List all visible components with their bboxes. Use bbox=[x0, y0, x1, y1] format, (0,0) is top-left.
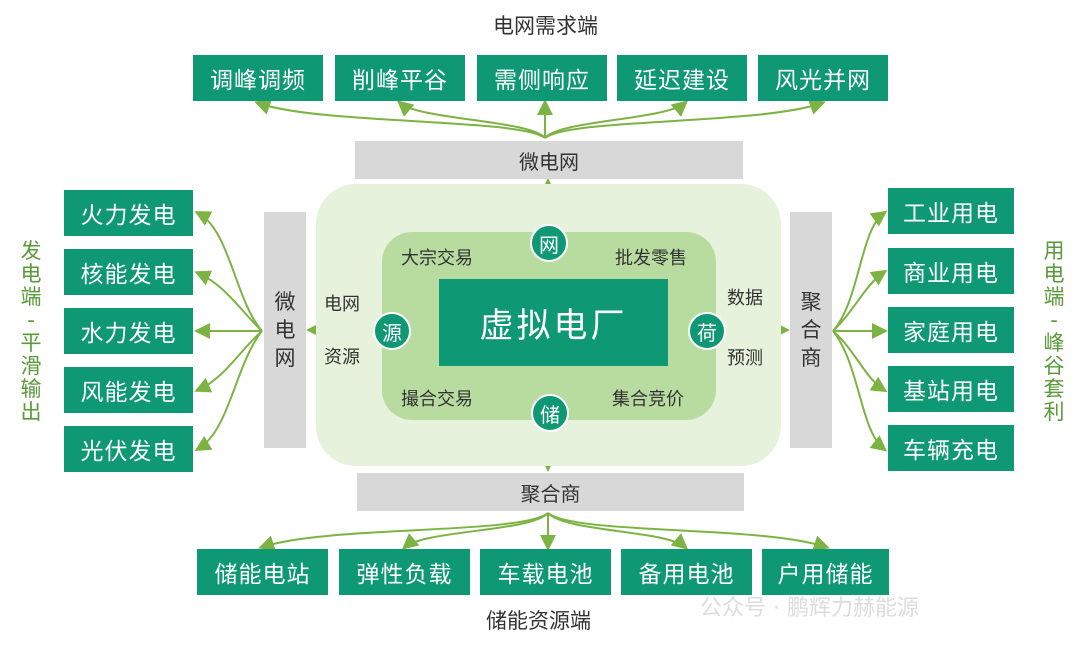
left-arrow-upper-label: 电网 bbox=[324, 294, 360, 315]
right-fan-line-5 bbox=[832, 330, 888, 452]
node-source: 源 bbox=[373, 312, 411, 350]
node-load: 荷 bbox=[688, 312, 726, 350]
top-box-4: 延迟建设 bbox=[617, 55, 747, 101]
left-label-char-2: 电 bbox=[20, 262, 42, 286]
bottom-box-3: 车载电池 bbox=[480, 549, 611, 595]
bottom-box-4: 备用电池 bbox=[621, 549, 752, 595]
left-box-3: 水力发电 bbox=[64, 308, 193, 354]
node-grid: 网 bbox=[530, 224, 568, 262]
bottom-fan-line-4 bbox=[547, 512, 689, 550]
top-box-5: 风光并网 bbox=[758, 55, 888, 101]
bottom-fan-line-2 bbox=[401, 512, 549, 550]
left-label-char-7: 输 bbox=[20, 377, 42, 401]
right-aggregator-bar: 聚 合 商 bbox=[790, 212, 832, 448]
left-label-char-4: - bbox=[27, 308, 35, 332]
corner-label-br: 集合竞价 bbox=[612, 389, 684, 410]
right-box-5: 车辆充电 bbox=[888, 425, 1014, 471]
right-arrow-upper-label: 数据 bbox=[727, 288, 763, 309]
right-box-4: 基站用电 bbox=[888, 366, 1014, 412]
bottom-title: 储能资源端 bbox=[486, 609, 591, 633]
top-fan-line-1 bbox=[254, 99, 546, 139]
left-bar-char-1: 微 bbox=[274, 290, 296, 314]
left-label-char-3: 端 bbox=[20, 285, 42, 309]
bottom-box-1: 储能电站 bbox=[197, 549, 328, 595]
top-fan-line-2 bbox=[396, 100, 546, 139]
top-fan-line-4 bbox=[544, 100, 689, 139]
left-box-2: 核能发电 bbox=[64, 249, 193, 295]
right-label-char-6: 谷 bbox=[1043, 354, 1065, 378]
left-side-label: 发 电 端 - 平 滑 输 出 bbox=[18, 240, 44, 424]
right-label-char-7: 套 bbox=[1043, 377, 1065, 401]
left-fan-line-5 bbox=[194, 330, 263, 452]
bottom-fan-line-1 bbox=[258, 512, 549, 551]
right-label-char-1: 用 bbox=[1043, 239, 1065, 263]
right-box-1: 工业用电 bbox=[888, 188, 1014, 234]
top-box-3: 需侧响应 bbox=[477, 55, 607, 101]
center-title-box: 虚拟电厂 bbox=[439, 279, 668, 366]
top-microgrid-bar: 微电网 bbox=[355, 141, 743, 179]
bottom-fan-line-5 bbox=[547, 512, 830, 551]
right-label-char-3: 端 bbox=[1043, 285, 1065, 309]
corner-label-tr: 批发零售 bbox=[615, 248, 687, 269]
bottom-aggregator-bar: 聚合商 bbox=[357, 473, 744, 511]
watermark: 公众号 · 鹏辉力赫能源 bbox=[700, 596, 919, 621]
right-bar-char-3: 商 bbox=[800, 346, 822, 370]
left-microgrid-bar: 微 电 网 bbox=[264, 212, 306, 448]
left-label-char-6: 滑 bbox=[20, 354, 42, 378]
top-box-2: 削峰平谷 bbox=[335, 55, 465, 101]
left-fan-line-2 bbox=[194, 270, 263, 332]
top-title: 电网需求端 bbox=[493, 14, 598, 38]
right-bar-char-1: 聚 bbox=[800, 290, 822, 314]
corner-label-tl: 大宗交易 bbox=[401, 248, 473, 269]
left-box-5: 光伏发电 bbox=[64, 426, 193, 472]
left-arrow-lower-label: 资源 bbox=[324, 347, 360, 368]
right-fan-line-2 bbox=[832, 269, 888, 332]
right-box-3: 家庭用电 bbox=[888, 307, 1014, 353]
right-label-char-8: 利 bbox=[1043, 400, 1065, 424]
left-fan-line-1 bbox=[194, 211, 263, 332]
right-box-2: 商业用电 bbox=[888, 248, 1014, 294]
left-label-char-8: 出 bbox=[20, 400, 42, 424]
right-label-char-4: - bbox=[1050, 308, 1058, 332]
left-label-char-1: 发 bbox=[20, 239, 42, 263]
left-fan-line-4 bbox=[194, 330, 263, 393]
left-box-1: 火力发电 bbox=[64, 190, 193, 236]
top-fan-line-5 bbox=[544, 99, 826, 139]
bottom-box-5: 户用储能 bbox=[762, 549, 889, 595]
left-label-char-5: 平 bbox=[20, 331, 42, 355]
node-storage: 储 bbox=[531, 394, 569, 432]
top-box-1: 调峰调频 bbox=[193, 55, 323, 101]
left-bar-char-3: 网 bbox=[274, 346, 296, 370]
right-label-char-5: 峰 bbox=[1043, 331, 1065, 355]
left-box-4: 风能发电 bbox=[64, 367, 193, 413]
right-bar-char-2: 合 bbox=[800, 318, 822, 342]
corner-label-bl: 撮合交易 bbox=[401, 389, 473, 410]
bottom-box-2: 弹性负载 bbox=[339, 549, 470, 595]
right-label-char-2: 电 bbox=[1043, 262, 1065, 286]
right-fan-line-1 bbox=[832, 210, 888, 332]
right-side-label: 用 电 端 - 峰 谷 套 利 bbox=[1041, 240, 1067, 424]
right-arrow-lower-label: 预测 bbox=[727, 348, 763, 369]
left-bar-char-2: 电 bbox=[274, 318, 296, 342]
right-fan-line-4 bbox=[832, 330, 888, 393]
